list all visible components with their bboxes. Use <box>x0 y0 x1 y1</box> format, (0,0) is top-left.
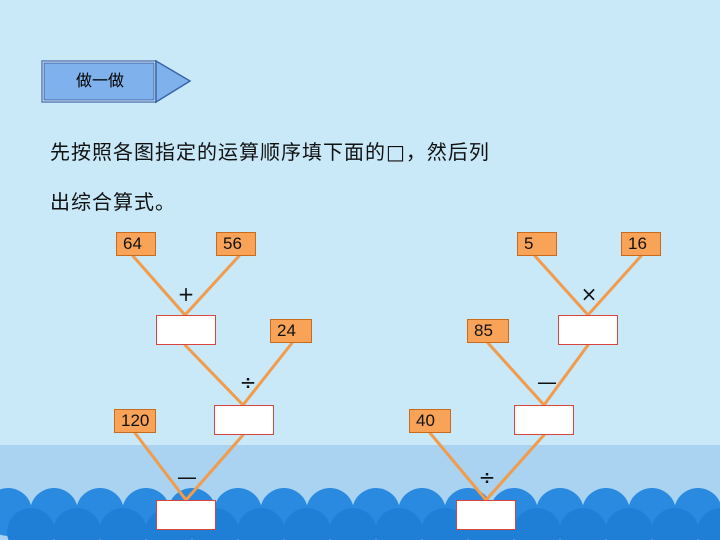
operator-label: × <box>580 282 598 306</box>
number-box: 24 <box>270 319 312 343</box>
wave-scallop <box>53 508 101 540</box>
wave-scallop <box>99 508 147 540</box>
wave-scallop <box>329 508 377 540</box>
operator-label: ÷ <box>478 465 496 489</box>
wave-scallop <box>375 508 423 540</box>
operator-label: — <box>537 370 557 394</box>
number-box: 5 <box>517 232 557 256</box>
section-tag: 做一做 <box>75 71 124 90</box>
wave-scallop <box>605 508 653 540</box>
wave-scallop <box>559 508 607 540</box>
number-box: 40 <box>409 409 451 433</box>
operator-label: — <box>177 465 197 489</box>
number-box: 85 <box>467 319 509 343</box>
answer-blank[interactable] <box>156 315 216 345</box>
number-box: 16 <box>621 232 661 256</box>
answer-blank[interactable] <box>514 405 574 435</box>
wave-scallop <box>7 508 55 540</box>
wave-scallop <box>513 508 561 540</box>
number-box: 120 <box>114 409 156 433</box>
instruction-line-2: 出综合算式。 <box>50 190 176 214</box>
wave-scallop <box>283 508 331 540</box>
instruction-line-1: 先按照各图指定的运算顺序填下面的□，然后列 <box>50 140 490 164</box>
answer-blank[interactable] <box>156 500 216 530</box>
tag-shape <box>41 59 192 104</box>
wave-scallop <box>237 508 285 540</box>
operator-label: ÷ <box>239 370 257 394</box>
answer-blank[interactable] <box>558 315 618 345</box>
wave-scallop <box>651 508 699 540</box>
number-box: 64 <box>116 232 156 256</box>
operator-label: + <box>177 282 195 306</box>
wave-scallop <box>697 508 720 540</box>
number-box: 56 <box>216 232 256 256</box>
answer-blank[interactable] <box>214 405 274 435</box>
answer-blank[interactable] <box>456 500 516 530</box>
